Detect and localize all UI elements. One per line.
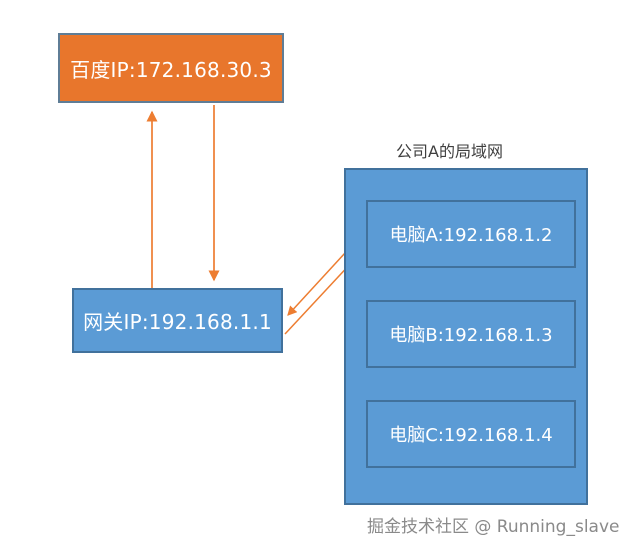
lan-container[interactable]: 电脑A:192.168.1.2 电脑B:192.168.1.3 电脑C:192.…	[344, 168, 588, 505]
lan-host-a[interactable]: 电脑A:192.168.1.2	[366, 200, 576, 268]
gateway-label: 网关IP:192.168.1.1	[83, 310, 272, 334]
lan-title: 公司A的局域网	[396, 142, 503, 161]
lan-host-b-label: 电脑B:192.168.1.3	[389, 325, 553, 346]
lan-host-c-label: 电脑C:192.168.1.4	[389, 425, 553, 446]
gateway-node[interactable]: 网关IP:192.168.1.1	[72, 288, 283, 353]
watermark-text: 掘金技术社区 @ Running_slave	[367, 517, 620, 537]
external-host-label: 百度IP:172.168.30.3	[70, 57, 272, 82]
lan-host-b[interactable]: 电脑B:192.168.1.3	[366, 300, 576, 368]
external-host-node[interactable]: 百度IP:172.168.30.3	[58, 33, 284, 103]
lan-host-c[interactable]: 电脑C:192.168.1.4	[366, 400, 576, 468]
lan-host-a-label: 电脑A:192.168.1.2	[389, 225, 553, 246]
